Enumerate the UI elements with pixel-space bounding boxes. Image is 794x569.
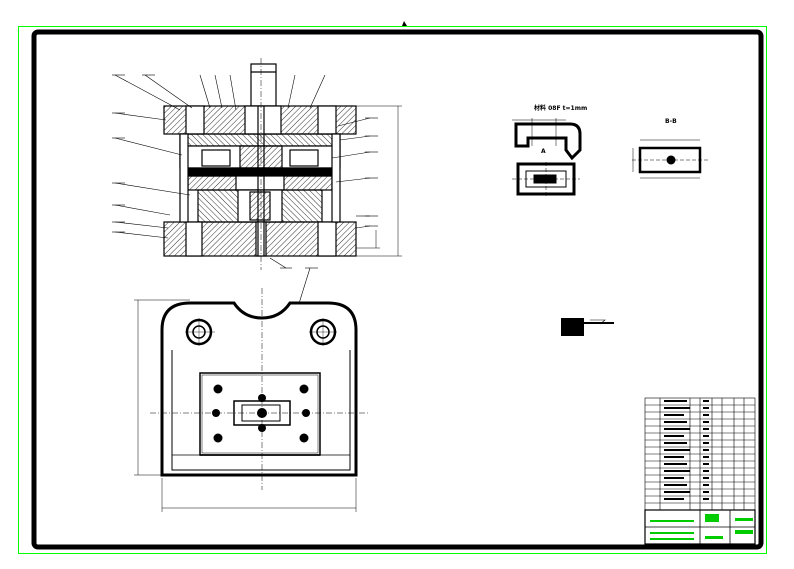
parts-list-cell-mark (703, 421, 709, 423)
outer-frame (18, 26, 767, 554)
parts-list-cell-mark (664, 491, 690, 493)
section-bb-label: B-B (665, 118, 677, 125)
parts-list-cell-mark (703, 477, 709, 479)
parts-list-cell-mark (703, 407, 709, 409)
parts-list-cell-mark (664, 463, 687, 465)
plan-view (150, 288, 370, 490)
title-block (644, 509, 756, 545)
surface-roughness-symbol (561, 318, 614, 336)
parts-list-cell-mark (664, 407, 690, 409)
parts-list-cell-mark (664, 428, 690, 430)
parts-list-cell-mark (664, 400, 687, 402)
part-section-label: A (541, 148, 546, 155)
parts-list-cell-mark (664, 435, 684, 437)
parts-list-cell-mark (703, 463, 709, 465)
parts-list-cell-mark (703, 491, 709, 493)
parts-list-cell-mark (664, 414, 684, 416)
plan-view-holes (212, 384, 310, 443)
parts-list-cell-mark (703, 428, 709, 430)
parts-list-cell-mark (664, 442, 687, 444)
parts-list-cell-mark (703, 442, 709, 444)
parts-list-cell-mark (703, 449, 709, 451)
section-height-dimension (356, 105, 402, 257)
parts-list-cell-mark (703, 470, 709, 472)
section-view-assembly (163, 58, 357, 270)
part-material-note: 材料 08F t=1mm (533, 104, 587, 112)
parts-list-cell-mark (664, 477, 684, 479)
parts-list-cell-mark (664, 484, 687, 486)
parts-list-cell-mark (703, 456, 709, 458)
parts-list-cell-mark (703, 400, 709, 402)
parts-list-cell-mark (664, 421, 687, 423)
plan-view-dimensions (134, 299, 357, 512)
parts-list-cell-mark (664, 470, 690, 472)
parts-list-cell-mark (703, 498, 709, 500)
parts-list-cell-mark (703, 435, 709, 437)
section-bb-view (632, 139, 708, 179)
parts-list-rows (645, 400, 755, 504)
frame-notch (402, 21, 407, 26)
parts-list-cell-mark (664, 449, 690, 451)
parts-list-cell-mark (664, 456, 684, 458)
part-detail-view (512, 118, 582, 198)
parts-list-cell-mark (703, 414, 709, 416)
parts-list-cell-mark (703, 484, 709, 486)
drawing-border (31, 29, 764, 550)
parts-list-cell-mark (664, 498, 684, 500)
